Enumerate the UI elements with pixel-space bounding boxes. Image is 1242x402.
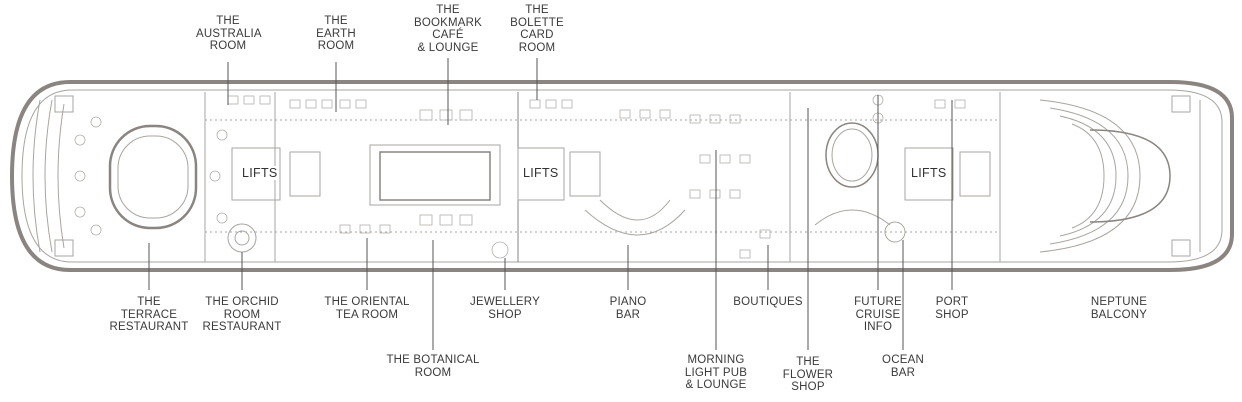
hull-inner-outline: [21, 89, 1223, 263]
hull-outline: [9, 80, 1234, 272]
neptune-balcony-tiers: [1039, 99, 1141, 253]
botanical-room-block: [379, 151, 491, 201]
lifts-box-mid: [517, 147, 565, 201]
lifts-label-mid: LIFTS: [522, 166, 560, 180]
terrace-restaurant-oval: [108, 124, 198, 230]
lifts-box-fwd: [904, 147, 954, 201]
ocean-bar-oval: [825, 122, 879, 188]
lifts-label-aft: LIFTS: [241, 166, 279, 180]
lifts-box-aft: [231, 147, 281, 201]
lifts-label-fwd: LIFTS: [910, 166, 948, 180]
label-boutiques: BOUTIQUES: [733, 296, 803, 308]
